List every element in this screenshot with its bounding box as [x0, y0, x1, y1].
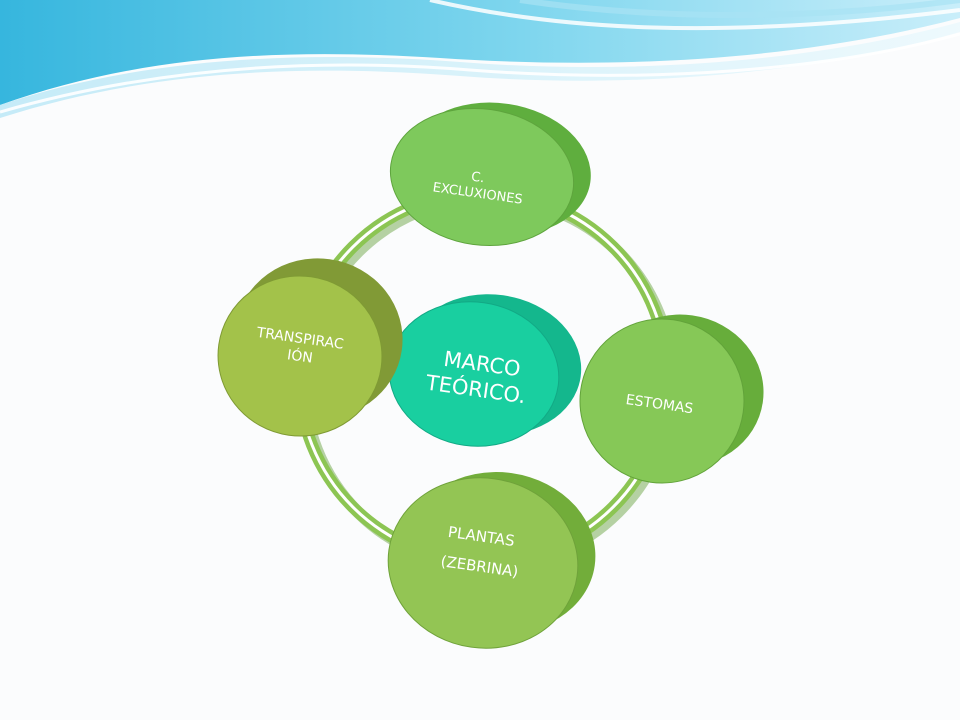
node-left-label-line-2: IÓN — [286, 345, 314, 366]
node-bottom-disc — [387, 477, 579, 649]
node-top-disc — [389, 107, 575, 247]
node-top: C. EXCLUXIONES — [389, 102, 591, 247]
node-bottom: PLANTAS (ZEBRINA) — [387, 472, 596, 649]
node-right: ESTOMAS — [579, 314, 764, 484]
header-wave-decoration — [0, 0, 960, 118]
node-right-disc — [579, 318, 745, 484]
node-left-disc — [217, 275, 383, 437]
center-node: MARCO TEÓRICO. — [388, 294, 582, 447]
node-top-label-line-1: C. — [470, 170, 485, 187]
node-left: TRANSPIRAC IÓN — [217, 258, 403, 437]
